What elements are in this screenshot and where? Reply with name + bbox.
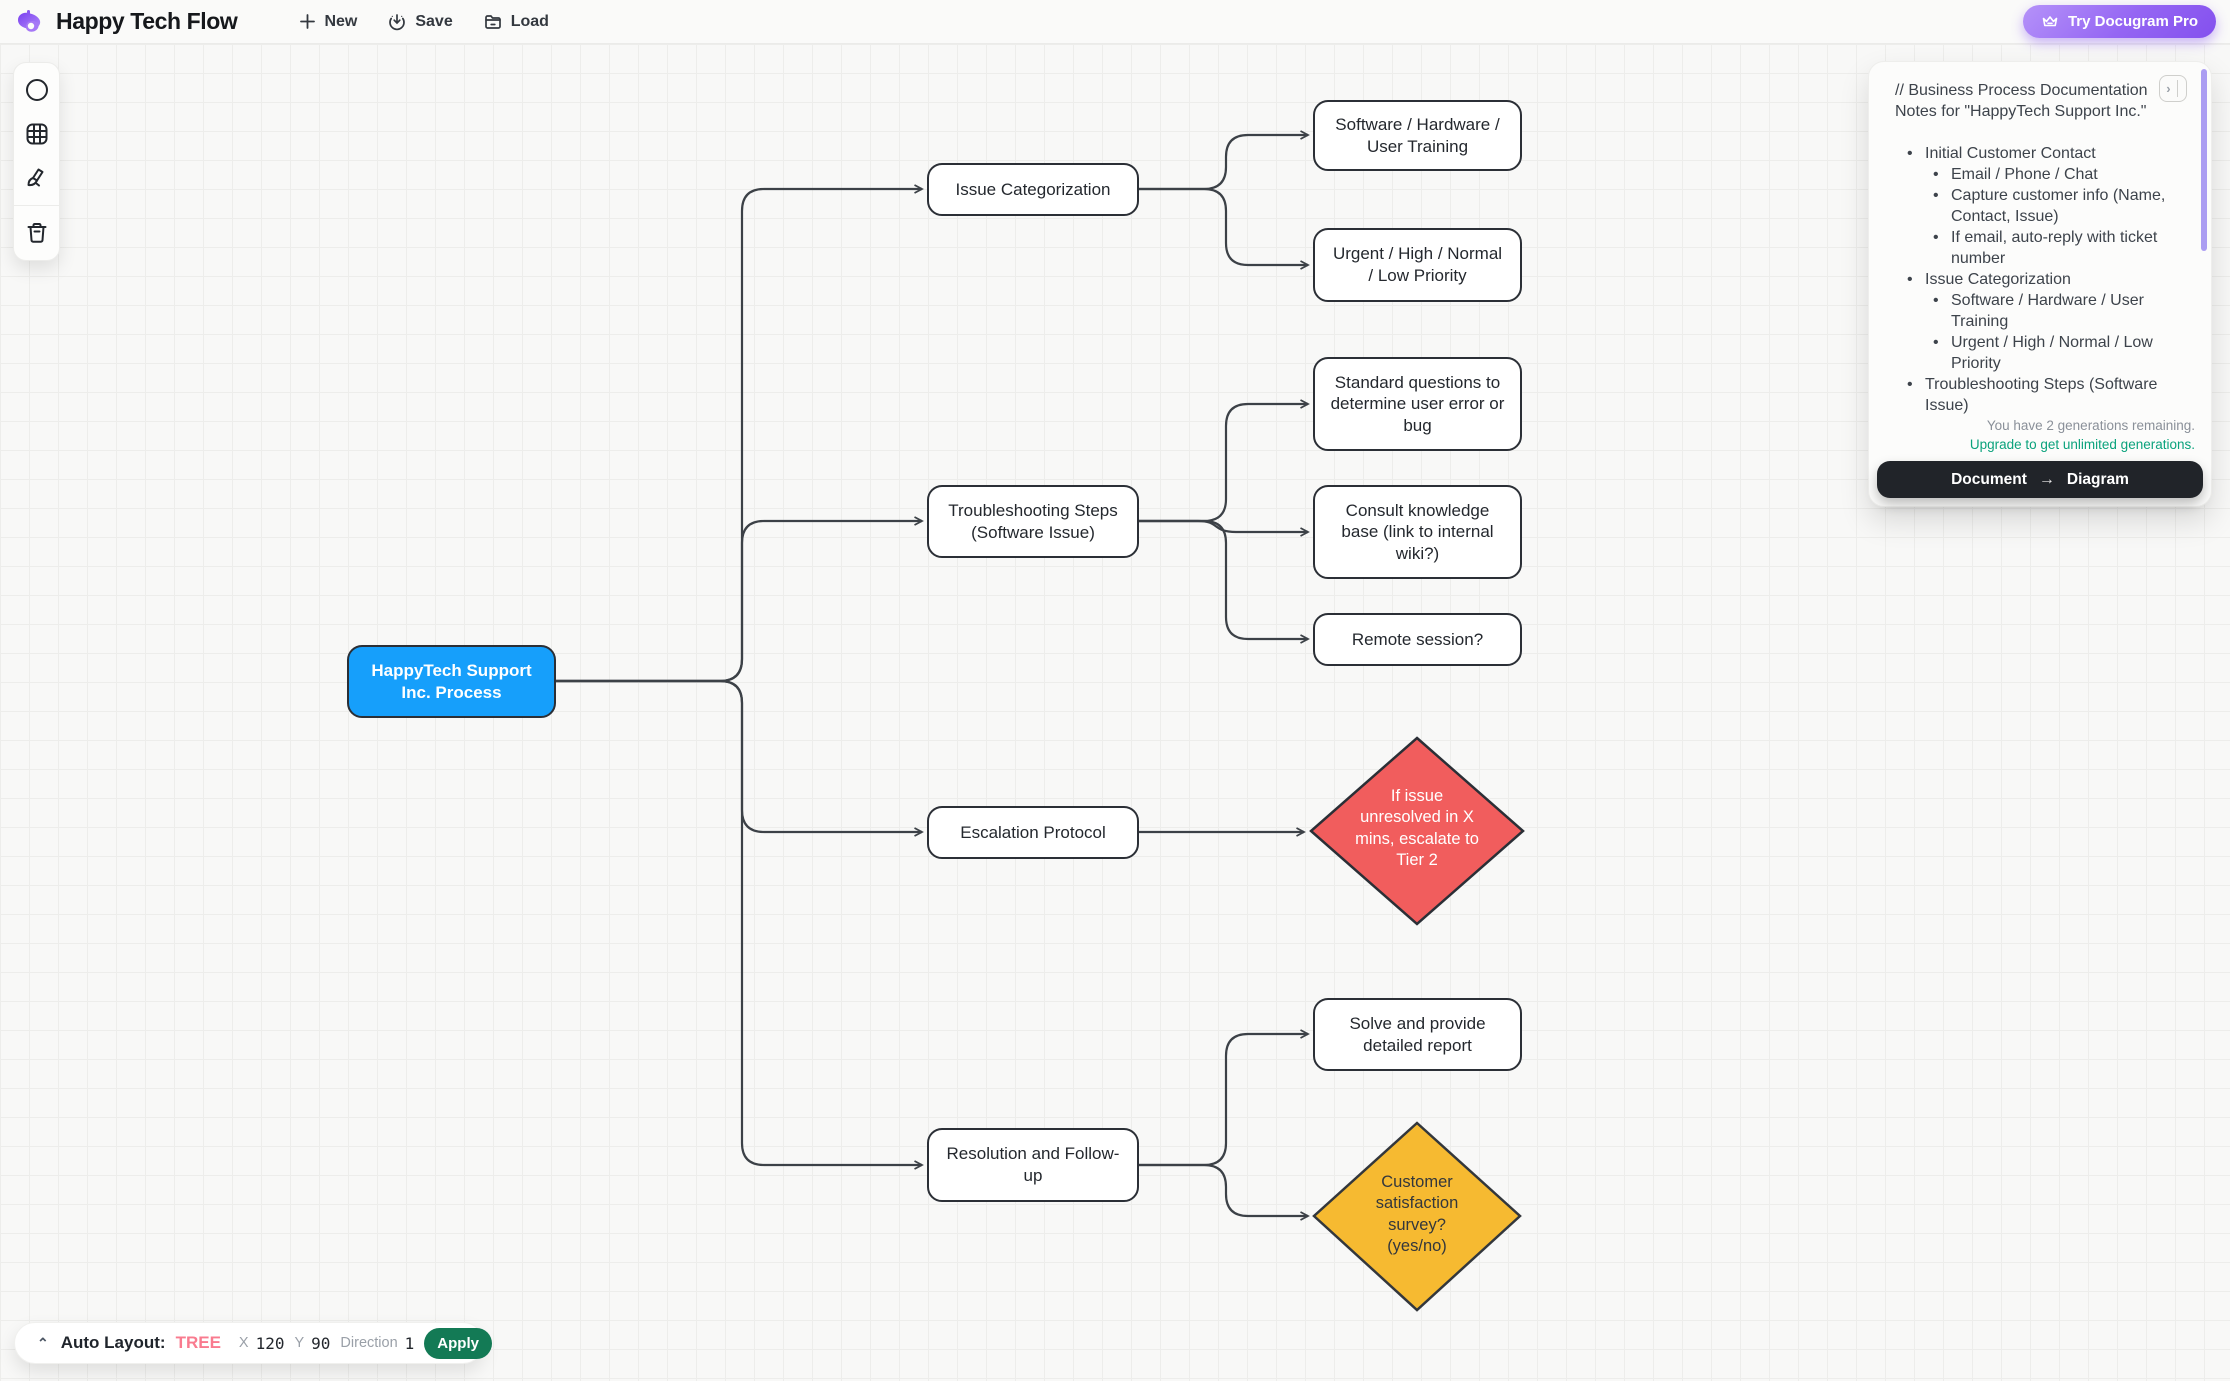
node-urgent-priority[interactable]: Urgent / High / Normal / Low Priority — [1313, 228, 1522, 302]
notes-panel: // Business Process Documentation Notes … — [1868, 61, 2212, 507]
node-consult-kb[interactable]: Consult knowledge base (link to internal… — [1313, 485, 1522, 579]
folder-open-icon — [484, 14, 501, 29]
y-value[interactable]: 90 — [311, 1333, 331, 1353]
apply-button[interactable]: Apply — [424, 1327, 492, 1359]
delete-tool-button[interactable] — [20, 216, 54, 250]
chevron-right-icon: › — [2166, 81, 2171, 96]
edge-resolution-solve — [1139, 1029, 1310, 1167]
note-line: Software / Hardware / User Training — [1895, 290, 2167, 332]
note-line: // Business Process Documentation Notes … — [1895, 82, 2148, 120]
y-label: Y — [294, 1335, 305, 1351]
header-menu: New Save Load — [291, 6, 557, 38]
chevron-up-icon[interactable]: ⌃ — [37, 1334, 49, 1351]
diagram-label: Diagram — [2066, 470, 2129, 488]
node-issue-categorization[interactable]: Issue Categorization — [927, 163, 1139, 216]
crown-icon — [2042, 15, 2058, 26]
plus-icon — [300, 14, 316, 29]
node-resolution[interactable]: Resolution and Follow-up — [927, 1128, 1139, 1202]
header: Happy Tech Flow New Save — [0, 0, 2230, 44]
circle-icon — [25, 79, 48, 101]
panel-bar-glyph — [2176, 79, 2178, 98]
direction-label: Direction — [340, 1335, 398, 1351]
collapse-panel-button[interactable]: › — [2159, 75, 2187, 102]
node-escalation[interactable]: Escalation Protocol — [927, 806, 1139, 859]
node-tier2-diamond[interactable] — [1309, 736, 1525, 926]
toolbar-divider — [14, 205, 59, 206]
edge-troubleshooting-standard — [1139, 399, 1310, 523]
new-button[interactable]: New — [291, 7, 365, 37]
edge-group — [556, 130, 1310, 1221]
node-troubleshooting[interactable]: Troubleshooting Steps (Software Issue) — [927, 485, 1139, 558]
x-label: X — [238, 1335, 249, 1351]
left-toolbar — [13, 62, 60, 261]
direction-value[interactable]: 1 — [404, 1333, 415, 1353]
brand: Happy Tech Flow — [14, 7, 238, 37]
layout-mode-value[interactable]: TREE — [175, 1333, 221, 1352]
node-survey-diamond[interactable] — [1312, 1121, 1522, 1312]
edge-root-resolution — [556, 679, 924, 1170]
panel-scrollbar[interactable] — [2201, 69, 2207, 251]
note-line: Email / Phone / Chat — [1895, 164, 2167, 185]
save-button-label: Save — [415, 12, 453, 30]
note-line: Capture customer info (Name, Contact, Is… — [1895, 185, 2167, 227]
auto-layout-title: Auto Layout: — [60, 1333, 166, 1352]
note-line — [1895, 122, 2167, 143]
document-to-diagram-button[interactable]: Document → Diagram — [1877, 461, 2203, 498]
generations-remaining-text: You have 2 generations remaining. — [1986, 418, 2195, 433]
note-line: Issue Categorization — [1895, 269, 2167, 290]
x-spacing-field: X 120 — [239, 1334, 285, 1353]
edge-root-troubleshooting — [556, 516, 924, 683]
arrow-right-icon: → — [2038, 470, 2055, 488]
brush-icon — [27, 168, 43, 187]
edge-root-escalation — [556, 679, 924, 837]
edge-issue-software — [1139, 130, 1310, 191]
node-root[interactable]: HappyTech Support Inc. Process — [347, 645, 556, 718]
direction-field: Direction 1 — [340, 1334, 414, 1353]
grid-icon — [26, 123, 47, 145]
note-line: Initial Customer Contact — [1895, 143, 2167, 164]
load-button-label: Load — [510, 12, 549, 30]
node-software-hardware[interactable]: Software / Hardware / User Training — [1313, 100, 1522, 171]
try-pro-label: Try Docugram Pro — [2067, 13, 2198, 30]
node-standard-questions[interactable]: Standard questions to determine user err… — [1313, 357, 1522, 451]
edge-root-issue — [556, 184, 924, 683]
app-logo-icon — [18, 9, 41, 32]
new-button-label: New — [324, 12, 358, 30]
load-button[interactable]: Load — [475, 6, 557, 38]
try-pro-button[interactable]: Try Docugram Pro — [2022, 5, 2216, 38]
note-editor[interactable]: // Business Process Documentation Notes … — [1895, 80, 2167, 432]
diagram-canvas[interactable] — [0, 44, 2230, 1381]
x-value[interactable]: 120 — [255, 1333, 285, 1353]
note-line: Troubleshooting Steps (Software Issue) — [1895, 374, 2167, 416]
brush-tool-button[interactable] — [20, 161, 54, 195]
edge-issue-urgent — [1139, 187, 1310, 270]
grid-tool-button[interactable] — [20, 117, 54, 151]
upgrade-link[interactable]: Upgrade to get unlimited generations. — [1969, 437, 2195, 452]
save-icon — [389, 13, 406, 30]
y-spacing-field: Y 90 — [294, 1334, 330, 1353]
generations-block: You have 2 generations remaining. Upgrad… — [1899, 415, 2197, 457]
edge-troubleshooting-remote — [1139, 519, 1310, 644]
edge-resolution-survey — [1139, 1163, 1310, 1221]
circle-tool-button[interactable] — [20, 73, 54, 107]
node-remote-session[interactable]: Remote session? — [1313, 613, 1522, 666]
note-line: Urgent / High / Normal / Low Priority — [1895, 332, 2167, 374]
auto-layout-bar: ⌃ Auto Layout: TREE X 120 Y 90 Direction… — [14, 1322, 492, 1364]
app-title: Happy Tech Flow — [56, 8, 238, 34]
document-label: Document — [1951, 470, 2027, 488]
save-button[interactable]: Save — [379, 6, 460, 38]
node-solve-report[interactable]: Solve and provide detailed report — [1313, 998, 1522, 1071]
trash-icon — [27, 223, 46, 243]
note-line: If email, auto-reply with ticket number — [1895, 227, 2167, 269]
